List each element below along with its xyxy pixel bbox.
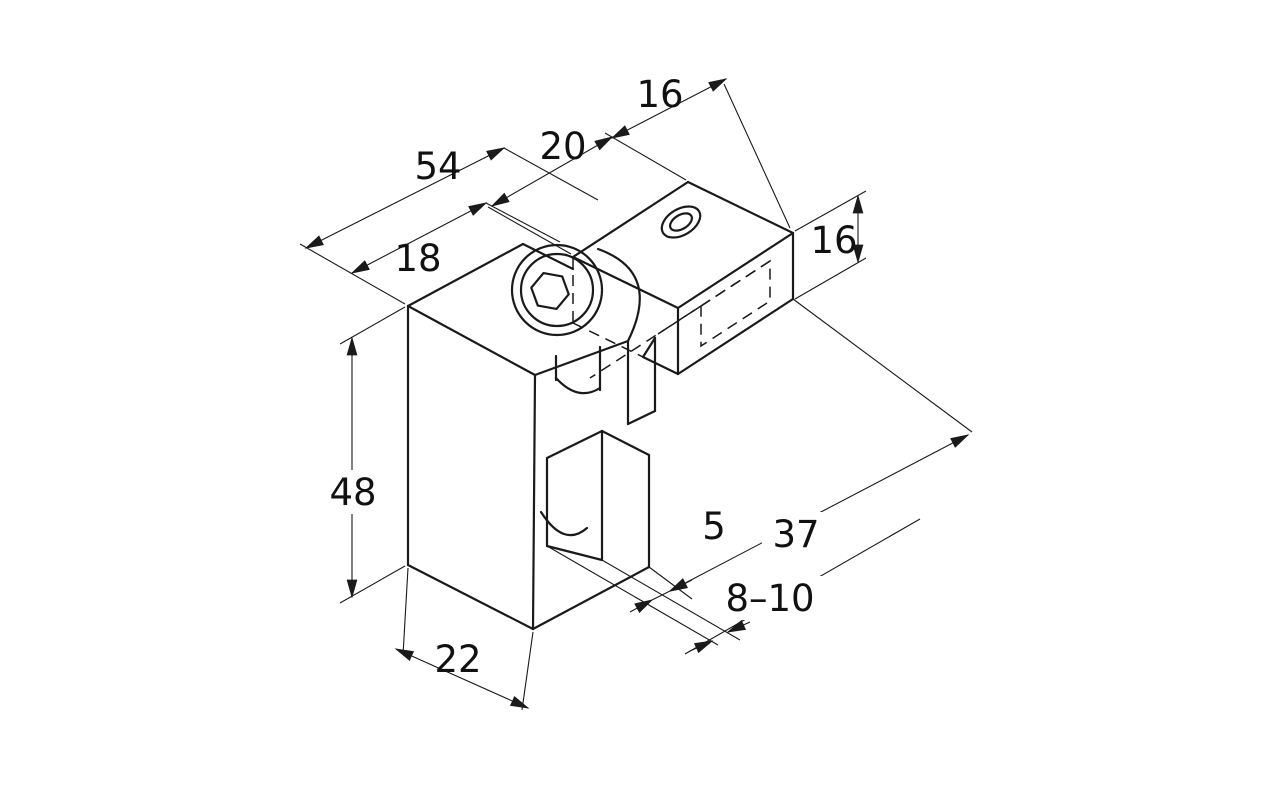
dim-label-20: 20 [539,125,586,168]
label-backgrounds [330,470,830,620]
dim-label-8-10: 8–10 [725,577,814,620]
dim-label-16-top: 16 [636,73,683,116]
tube-hole [660,205,702,239]
dimension-labels: 54 18 20 16 16 48 22 5 37 8–10 [329,73,857,681]
dim-label-54: 54 [414,145,461,188]
dim-label-18: 18 [394,237,441,280]
dim-label-37: 37 [772,513,819,556]
dim-label-5: 5 [702,505,726,548]
hex-socket-icon [530,272,570,310]
dim-label-48: 48 [329,471,376,514]
extension-lines [299,83,973,711]
part-solid-edges [406,180,795,631]
dim-label-22: 22 [434,638,481,681]
dim-label-16-right: 16 [810,219,857,262]
hex-socket-screw [510,243,604,337]
hidden-edges [572,257,771,379]
